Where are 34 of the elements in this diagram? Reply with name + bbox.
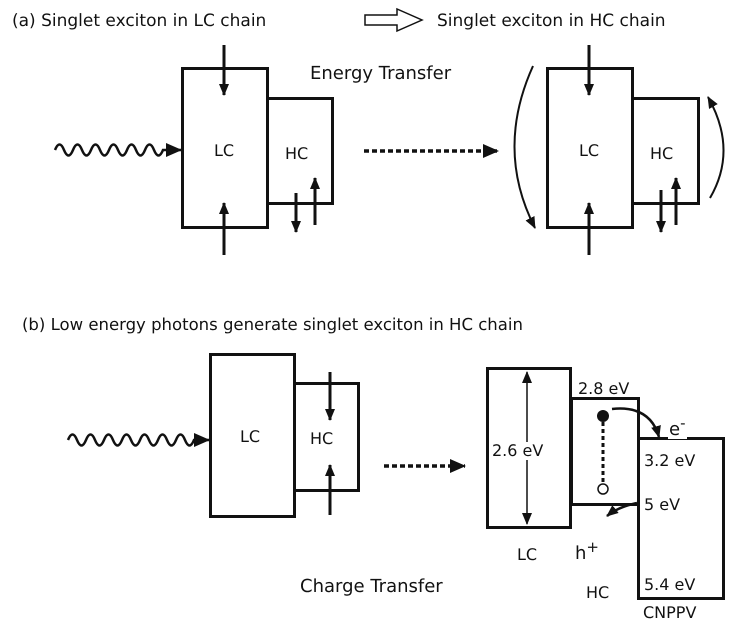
dashed-arrow	[364, 144, 499, 158]
band-label: CNPPV	[643, 604, 696, 622]
energy-level-box	[486, 367, 572, 529]
energy-band-box	[570, 397, 640, 506]
band-label: LC	[517, 546, 538, 564]
energy-level-box	[181, 67, 269, 229]
level-label: LC	[240, 428, 260, 446]
gap-energy-label: 2.6 eV	[492, 442, 544, 460]
energy-level-box	[293, 382, 360, 492]
dashed-arrow	[384, 459, 466, 473]
level-label: HC	[285, 145, 308, 163]
photon-wave-arrow	[66, 433, 210, 447]
panel-heading: (a) Singlet exciton in LC chain	[12, 11, 266, 31]
level-label: HC	[650, 145, 674, 163]
energy-level-box	[546, 67, 634, 229]
energy-level-box	[631, 97, 700, 205]
label: HC	[586, 583, 610, 603]
level-label: 5.4 eV	[644, 576, 696, 594]
energy-level-box	[266, 97, 334, 205]
band-label: 2.8 eV	[578, 380, 630, 398]
panel-heading: (b) Low energy photons generate singlet exciton in HC chain	[22, 315, 523, 335]
level-label: LC	[579, 142, 600, 160]
label: Singlet exciton in HC chain	[437, 11, 666, 31]
energy-level-box	[637, 437, 725, 600]
photon-wave-arrow	[54, 143, 182, 157]
level-label: HC	[310, 430, 334, 448]
label: Charge Transfer	[300, 577, 443, 597]
level-label: 3.2 eV	[644, 452, 696, 470]
arrow	[606, 502, 638, 517]
label: Energy Transfer	[310, 64, 452, 84]
level-label: LC	[214, 142, 234, 160]
arrow	[612, 407, 660, 438]
level-label: 5 eV	[644, 496, 680, 514]
energy-level-box	[209, 353, 296, 518]
